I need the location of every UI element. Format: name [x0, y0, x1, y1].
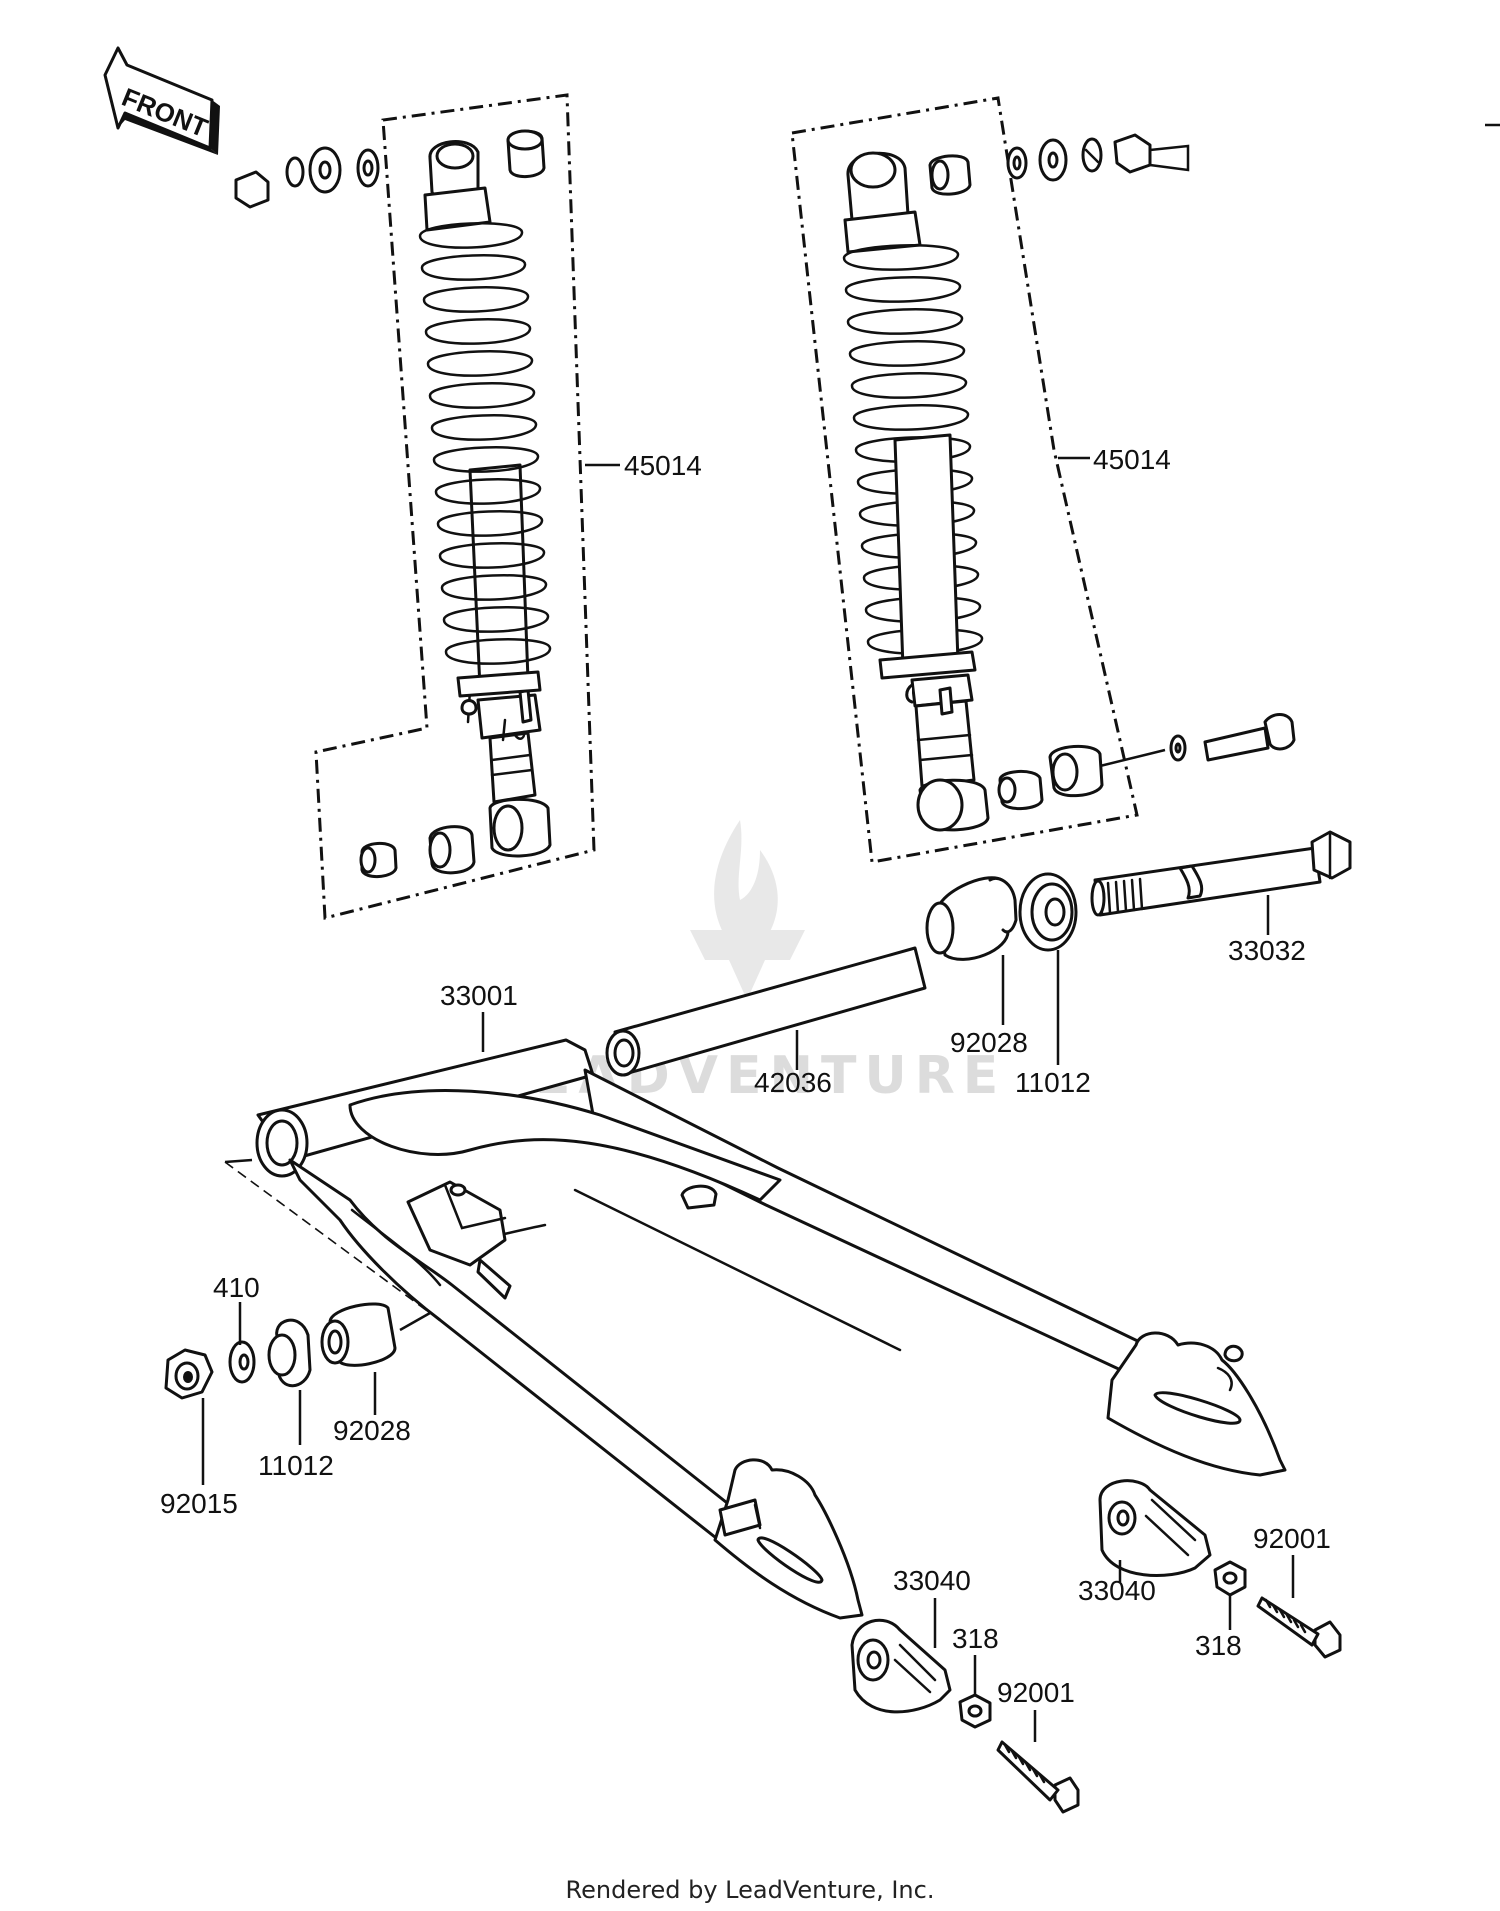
right-shock-boundary: [790, 96, 1139, 864]
watermark-v-icon: [690, 930, 805, 1000]
callout-45014-right: 45014: [1093, 444, 1171, 475]
callout-33040-left: 33040: [893, 1565, 971, 1596]
callout-33001: 33001: [440, 980, 518, 1011]
callout-318-left: 318: [952, 1623, 999, 1654]
left-pivot-hardware: [164, 1158, 431, 1400]
right-shock-absorber: [790, 96, 1296, 864]
watermark-flame-icon: [714, 820, 778, 960]
right-shock-lower-bolt: [1169, 713, 1296, 762]
front-arrow: FRONT: [103, 46, 220, 155]
callout-42036: 42036: [754, 1067, 832, 1098]
leader-lines: [201, 456, 1295, 1742]
left-shock-lower-bushings: [359, 825, 476, 878]
right-shock-lower-bushings: [997, 744, 1104, 810]
callout-92028-left: 92028: [333, 1415, 411, 1446]
pivot-shaft: [1090, 830, 1352, 917]
right-shock-spring: [842, 244, 984, 655]
right-shock-top-hardware: [928, 133, 1190, 196]
left-shock-absorber: [234, 93, 596, 920]
left-shock-spring: [418, 222, 552, 665]
callout-33032: 33032: [1228, 935, 1306, 966]
left-chain-adjuster: [850, 1618, 1080, 1814]
swingarm: [255, 1038, 1287, 1620]
callout-92001-left: 92001: [997, 1677, 1075, 1708]
callout-410: 410: [213, 1272, 260, 1303]
left-shock-top-hardware: [234, 129, 546, 209]
callout-11012-top: 11012: [1015, 1067, 1091, 1098]
right-chain-adjuster: [1098, 1479, 1342, 1659]
callout-11012-left: 11012: [258, 1450, 334, 1481]
washer-top: [1018, 872, 1078, 952]
callout-92015: 92015: [160, 1488, 238, 1519]
left-shock-boundary: [314, 93, 596, 920]
bushing-top: [925, 876, 1018, 961]
callout-92001-right: 92001: [1253, 1523, 1331, 1554]
callout-92028-top: 92028: [950, 1027, 1028, 1058]
callout-labels: 45014 45014 33032 33001 92028 42036 1101…: [160, 444, 1331, 1708]
callout-33040-right: 33040: [1078, 1575, 1156, 1606]
callout-318-right: 318: [1195, 1630, 1242, 1661]
callout-45014-left: 45014: [624, 450, 702, 481]
collar-tube: [605, 946, 927, 1077]
footer-credit: Rendered by LeadVenture, Inc.: [565, 1876, 935, 1904]
